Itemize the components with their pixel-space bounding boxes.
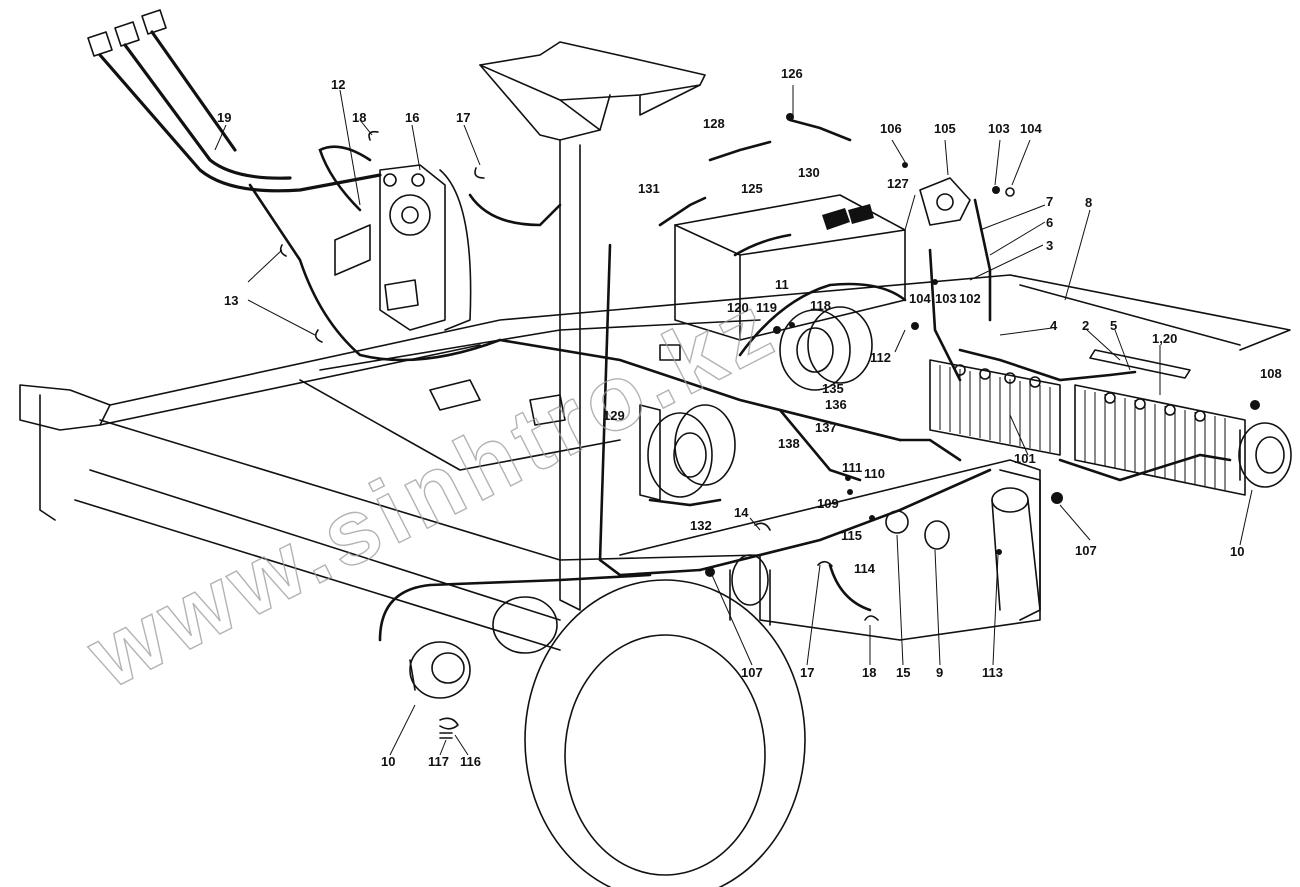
callout-103-mid: 103 <box>935 291 957 306</box>
callout-129: 129 <box>603 408 625 423</box>
callout-101: 101 <box>1014 451 1036 466</box>
callout-137: 137 <box>815 420 837 435</box>
small-parts <box>279 113 1260 739</box>
callout-16: 16 <box>405 110 419 125</box>
callout-128: 128 <box>703 116 725 131</box>
callout-132: 132 <box>690 518 712 533</box>
callout-11: 11 <box>775 277 789 292</box>
callout-138: 138 <box>778 436 800 451</box>
callout-125: 125 <box>741 181 763 196</box>
seat-column <box>479 41 706 611</box>
callout-115: 115 <box>841 528 862 543</box>
callout-2: 2 <box>1082 318 1089 333</box>
callout-9: 9 <box>936 665 943 680</box>
callout-113: 113 <box>982 665 1003 680</box>
callout-135: 135 <box>822 381 844 396</box>
callout-130: 130 <box>798 165 820 180</box>
control-box <box>659 194 906 361</box>
callout-10-right: 10 <box>1230 544 1244 559</box>
relay-105 <box>919 177 971 226</box>
leader-lines <box>214 85 1253 756</box>
battery-box <box>929 349 1246 496</box>
callout-136: 136 <box>825 397 847 412</box>
callout-105: 105 <box>934 121 956 136</box>
callout-5: 5 <box>1110 318 1117 333</box>
callout-106: 106 <box>880 121 902 136</box>
callout-3: 3 <box>1046 238 1053 253</box>
callout-104-mid: 104 <box>909 291 931 306</box>
callout-6: 6 <box>1046 215 1053 230</box>
callout-112: 112 <box>870 350 891 365</box>
motor-right <box>779 306 873 391</box>
callout-13: 13 <box>224 293 238 308</box>
wiring-harness <box>98 30 1232 642</box>
callout-12: 12 <box>331 77 345 92</box>
chassis-frame <box>19 274 1291 651</box>
rear-light-left <box>409 641 471 699</box>
callout-119: 119 <box>756 300 777 315</box>
callout-17-bottom: 17 <box>800 665 814 680</box>
callout-18-bottom: 18 <box>862 665 876 680</box>
callout-104-top: 104 <box>1020 121 1042 136</box>
gauges <box>885 510 950 550</box>
callout-126: 126 <box>781 66 803 81</box>
callout-110: 110 <box>864 466 885 481</box>
callout-116: 116 <box>460 754 481 769</box>
callout-114: 114 <box>854 561 876 576</box>
callout-102: 102 <box>959 291 981 306</box>
callout-108: 108 <box>1260 366 1282 381</box>
callout-17: 17 <box>456 110 470 125</box>
rear-light-right <box>1238 422 1292 488</box>
callout-15: 15 <box>896 665 910 680</box>
callout-14: 14 <box>734 505 749 520</box>
callout-120: 120 <box>727 300 749 315</box>
callout-labels: 19 12 18 16 17 13 126 128 106 105 103 10… <box>217 66 1282 769</box>
callout-109: 109 <box>817 496 839 511</box>
connector-plugs <box>87 9 167 57</box>
callout-118: 118 <box>810 298 831 313</box>
callout-7: 7 <box>1046 194 1053 209</box>
callout-127: 127 <box>887 176 909 191</box>
callout-107-left: 107 <box>741 665 763 680</box>
callout-8: 8 <box>1085 195 1092 210</box>
callout-117: 117 <box>428 754 449 769</box>
drum-assembly <box>334 164 472 331</box>
callout-4: 4 <box>1050 318 1058 333</box>
rear-wheel <box>492 487 1041 887</box>
callout-111: 111 <box>842 460 862 475</box>
callout-18: 18 <box>352 110 366 125</box>
callout-103-top: 103 <box>988 121 1010 136</box>
callout-131: 131 <box>638 181 660 196</box>
callout-19: 19 <box>217 110 231 125</box>
callout-10-left: 10 <box>381 754 395 769</box>
callout-107-right: 107 <box>1075 543 1097 558</box>
callout-1-20: 1,20 <box>1152 331 1177 346</box>
